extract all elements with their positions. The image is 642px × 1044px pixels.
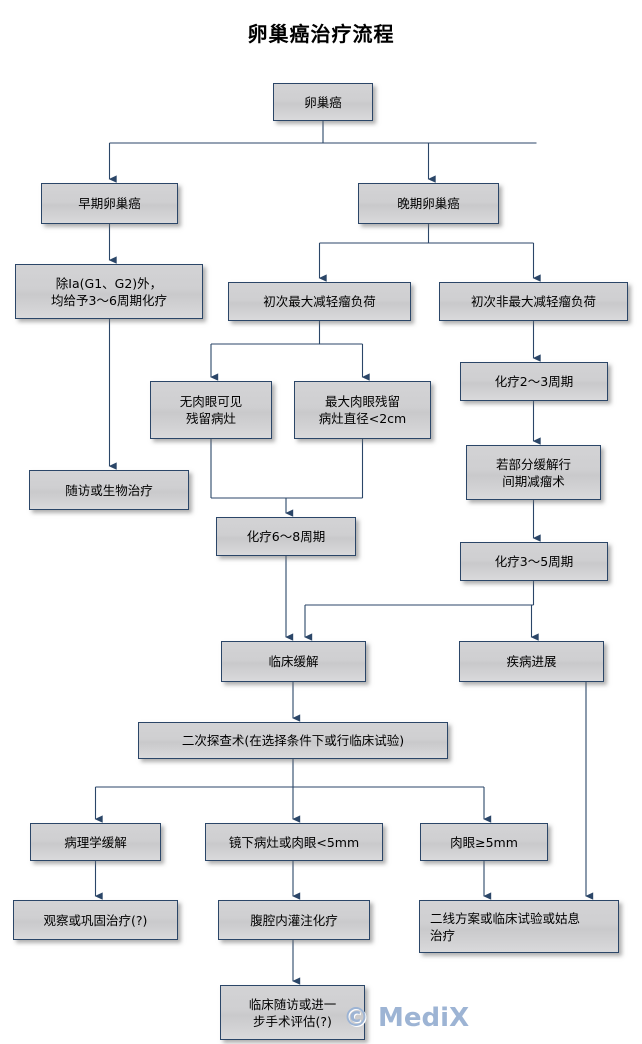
flow-node-n5: 初次最大减轻瘤负荷	[228, 282, 411, 321]
flow-node-n16: 二次探查术(在选择条件下或行临床试验)	[138, 722, 448, 759]
flow-node-n9: 化疗2～3周期	[460, 362, 608, 401]
flow-node-n14: 临床缓解	[221, 641, 366, 682]
watermark: © MediX	[343, 1003, 470, 1033]
flow-node-n3: 晚期卵巢癌	[358, 183, 499, 224]
flow-node-n12: 化疗6～8周期	[216, 517, 356, 556]
flow-node-n7: 无肉眼可见 残留病灶	[150, 381, 272, 439]
flow-node-n8: 最大肉眼残留 病灶直径<2cm	[294, 381, 431, 439]
flow-node-n22: 二线方案或临床试验或姑息 治疗	[419, 900, 619, 953]
flow-node-n13: 化疗3～5周期	[460, 542, 608, 581]
flow-node-n23: 临床随访或进一 步手术评估(?)	[220, 985, 365, 1040]
flow-node-n4: 除Ⅰa(G1、G2)外， 均给予3～6周期化疗	[15, 264, 203, 319]
flow-node-n18: 镜下病灶或肉眼<5mm	[205, 823, 383, 861]
flow-node-n17: 病理学缓解	[30, 823, 161, 861]
flow-node-n21: 腹腔内灌注化疗	[218, 900, 370, 940]
flow-node-n6: 初次非最大减轻瘤负荷	[439, 282, 628, 321]
flow-node-n20: 观察或巩固治疗(?)	[13, 900, 178, 940]
flow-node-n11: 随访或生物治疗	[29, 470, 189, 510]
flow-node-n2: 早期卵巢癌	[41, 183, 178, 224]
flow-node-n15: 疾病进展	[459, 641, 604, 682]
flow-node-n10: 若部分缓解行 间期减瘤术	[466, 445, 601, 500]
flow-node-n19: 肉眼≥5mm	[420, 823, 548, 861]
flow-node-n1: 卵巢癌	[273, 83, 373, 121]
page-title: 卵巢癌治疗流程	[247, 22, 395, 46]
